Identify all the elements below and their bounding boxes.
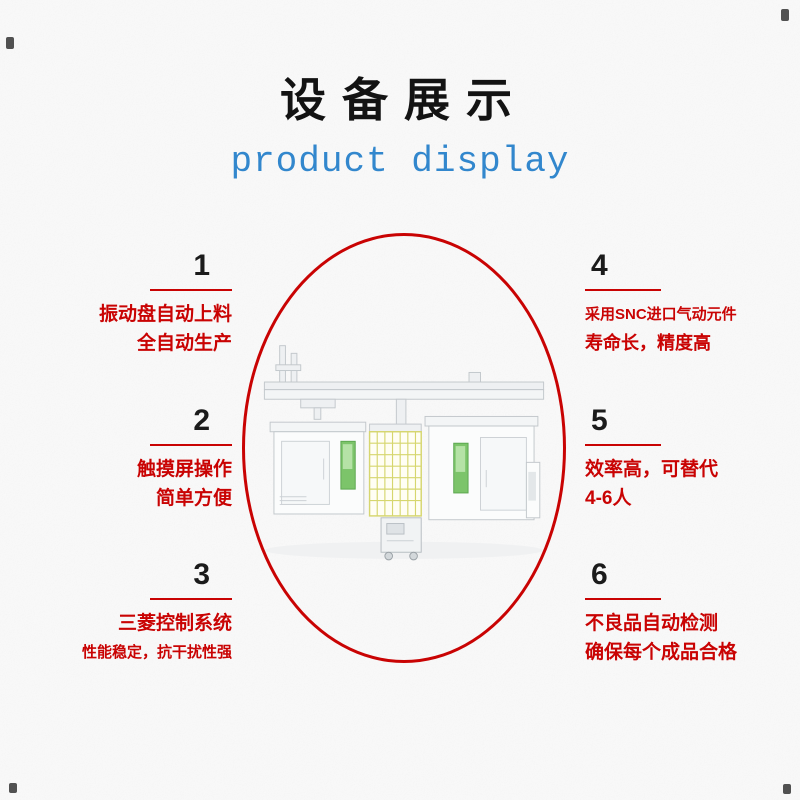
safety-fence: [368, 423, 422, 517]
feature-4-text-1: 采用SNC进口气动元件: [585, 306, 737, 323]
feature-4-lines: 采用SNC进口气动元件 寿命长，精度高: [585, 300, 800, 358]
product-ellipse: [242, 233, 566, 663]
feature-4: 4 采用SNC进口气动元件 寿命长，精度高: [585, 251, 800, 358]
feature-1-number: 1: [193, 249, 210, 282]
feature-1-underline: [150, 289, 232, 291]
feature-1: 1 振动盘自动上料 全自动生产: [0, 251, 232, 358]
feature-4-text-2: 寿命长，精度高: [585, 333, 711, 353]
feature-2-underline: [150, 444, 232, 446]
feature-3-underline: [150, 598, 232, 600]
feature-5-text-1: 效率高，可替代: [585, 459, 719, 480]
corner-artifact-bottom-right: [783, 784, 791, 794]
feature-6-lines: 不良品自动检测 确保每个成品合格: [585, 609, 800, 667]
feature-2-number: 2: [193, 404, 210, 437]
page-subtitle: product display: [230, 141, 570, 182]
feature-5-text-2: 4-6人: [585, 488, 632, 509]
feature-4-number: 4: [591, 249, 608, 282]
right-machine: [424, 415, 541, 521]
feature-1-text-2: 全自动生产: [136, 333, 232, 354]
feature-3-text-1: 三菱控制系统: [117, 613, 232, 634]
page-title: 设备展示: [280, 74, 528, 126]
feature-3-lines: 三菱控制系统 性能稳定，抗干扰性强: [0, 609, 232, 667]
feature-3-text-2: 性能稳定，抗干扰性强: [81, 644, 232, 661]
equipment-illustration: [263, 345, 545, 561]
gantry-beam: [263, 345, 545, 429]
feature-6-text-1: 不良品自动检测: [585, 613, 719, 634]
feature-5-lines: 效率高，可替代 4-6人: [585, 455, 800, 513]
feature-5: 5 效率高，可替代 4-6人: [585, 406, 800, 513]
feature-1-lines: 振动盘自动上料 全自动生产: [0, 300, 232, 358]
feature-6-number: 6: [591, 558, 608, 591]
corner-artifact-top-left: [6, 37, 14, 49]
feature-5-number: 5: [591, 404, 608, 437]
feature-2-lines: 触摸屏操作 简单方便: [0, 455, 232, 513]
feature-6-text-2: 确保每个成品合格: [585, 642, 738, 663]
corner-artifact-bottom-left: [9, 783, 17, 793]
left-machine: [269, 421, 367, 515]
feature-2-text-1: 触摸屏操作: [136, 459, 232, 480]
corner-artifact-top-right: [781, 9, 789, 21]
feature-3: 3 三菱控制系统 性能稳定，抗干扰性强: [0, 560, 232, 667]
feature-6: 6 不良品自动检测 确保每个成品合格: [585, 560, 800, 667]
feature-4-underline: [585, 289, 661, 291]
feature-2: 2 触摸屏操作 简单方便: [0, 406, 232, 513]
feature-3-number: 3: [193, 558, 210, 591]
feature-6-underline: [585, 598, 661, 600]
feature-1-text-1: 振动盘自动上料: [98, 304, 232, 325]
feature-2-text-2: 简单方便: [155, 488, 232, 509]
feature-5-underline: [585, 444, 661, 446]
